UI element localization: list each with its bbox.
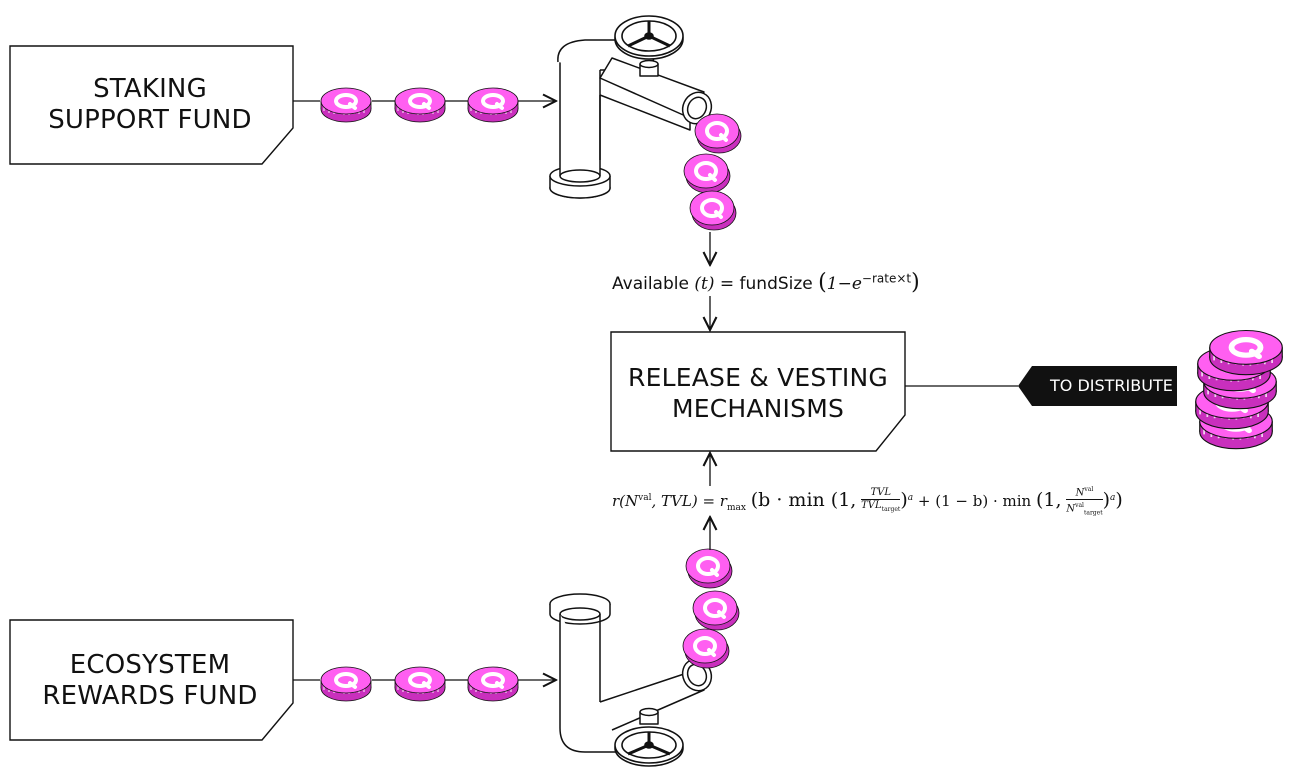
q-coin-icon [682, 152, 732, 195]
q-coin-icon [393, 86, 447, 124]
staking-fund-line1: STAKING [93, 74, 207, 104]
rate-frac2-den-sub: target [1083, 509, 1103, 517]
q-coin-icon [319, 665, 373, 703]
rate-part1: (b · min (1, [750, 488, 857, 511]
distribute-label: TO DISTRIBUTE [1050, 376, 1173, 395]
release-line1: RELEASE & VESTING [628, 363, 888, 392]
q-coin-icon [684, 547, 734, 590]
q-coin-icon [393, 665, 447, 703]
q-coin-icon [688, 189, 738, 232]
rate-part3: (1, [1035, 488, 1062, 511]
available-formula: Available (t) = fundSize (1−e−rate×t) [612, 270, 920, 295]
ecosystem-fund-label: ECOSYSTEM REWARDS FUND [40, 650, 260, 712]
top-pipe-icon [549, 39, 713, 199]
rate-frac1-num: TVL [861, 487, 901, 501]
staking-fund-label: STAKING SUPPORT FUND [40, 74, 260, 136]
rate-frac2-den: N [1066, 503, 1076, 515]
rate-frac1-den: TVL [861, 500, 882, 512]
q-coin-icon [319, 86, 373, 124]
ecosystem-fund-line1: ECOSYSTEM [69, 650, 231, 680]
top-falling-coins [682, 112, 743, 232]
available-exponent: −rate×t [861, 271, 912, 286]
bottom-pipe-icon [549, 593, 713, 753]
rate-frac2-den-sup: val [1075, 502, 1084, 510]
release-box [610, 331, 906, 452]
available-body: 1−e [826, 274, 862, 294]
valve-wheel-icon [614, 15, 684, 60]
rate-formula: r(Nval, TVL) = rmax (b · min (1, TVL TVL… [612, 484, 1123, 520]
staking-fund-box [9, 45, 294, 165]
coin-stack-icon [1196, 331, 1283, 449]
available-prefix: Available [612, 274, 689, 294]
distribute-tag-shape [1018, 366, 1177, 406]
valve-wheel-icon [614, 726, 684, 767]
ecosystem-fund-line2: REWARDS FUND [42, 681, 258, 711]
q-coin-icon [466, 665, 520, 703]
bottom-falling-coins [681, 547, 741, 670]
staking-fund-line2: SUPPORT FUND [48, 105, 252, 135]
q-coin-icon [693, 112, 743, 155]
rate-frac2: Nval Nvaltarget [1066, 484, 1103, 520]
available-open: ( [818, 270, 827, 295]
rate-frac1: TVL TVLtarget [861, 487, 901, 516]
release-label: RELEASE & VESTING MECHANISMS [611, 362, 905, 424]
rate-lhs-rest: , TVL) = r [651, 491, 727, 510]
rate-part2: + (1 − b) · min [917, 491, 1032, 510]
rate-frac2-num: N [1075, 487, 1085, 499]
rate-frac2-num-sup: val [1084, 486, 1094, 493]
q-coin-icon [466, 86, 520, 124]
top-coin-chain [293, 86, 556, 124]
bottom-coin-chain [293, 665, 556, 703]
rate-frac1-den-sub: target [881, 506, 901, 514]
q-coin-icon [691, 589, 741, 632]
release-line2: MECHANISMS [671, 394, 845, 423]
rate-lhs: r(N [612, 491, 639, 510]
ecosystem-fund-box [9, 619, 294, 741]
available-equals: = [719, 274, 735, 294]
rate-close: ) [1115, 488, 1123, 511]
available-close: ) [911, 270, 920, 295]
rate-lhs-sup: val [638, 492, 652, 503]
q-coin-icon [681, 627, 731, 670]
rate-rmax-sub: max [726, 502, 746, 513]
available-fund: fundSize [739, 274, 813, 294]
rate-pow1: a [907, 492, 914, 503]
available-arg: (t) [694, 274, 715, 294]
rate-pow2: a [1110, 492, 1116, 503]
distribute-tag: TO DISTRIBUTE [1032, 366, 1187, 406]
